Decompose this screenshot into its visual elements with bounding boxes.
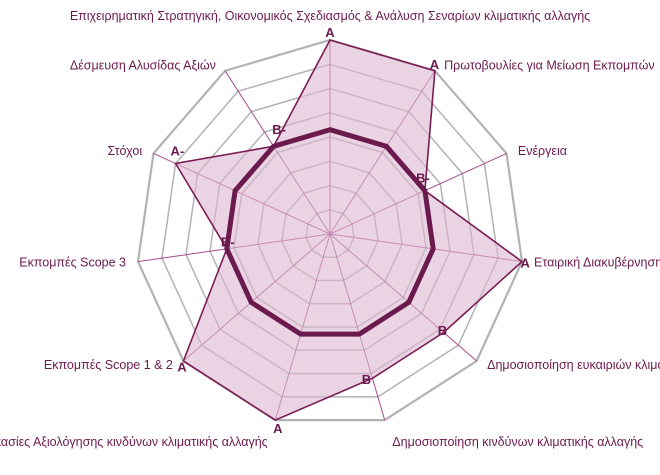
axis-label: Εταιρική Διακυβέρνηση <box>534 256 660 270</box>
axis-label: Διαδικασίες Αξιολόγησης κινδύνων κλιματι… <box>0 435 268 449</box>
axis-label: Δημοσιοποίηση ευκαιριών κλιματικής αλλαγ… <box>487 358 660 372</box>
grade-label: A <box>273 421 283 436</box>
grade-label: B- <box>221 234 235 249</box>
grade-labels: A A B- A B B A A B- A- B- <box>171 25 531 436</box>
grade-label: A <box>430 57 440 72</box>
company-area <box>174 39 524 422</box>
grade-label: A <box>177 359 187 374</box>
grade-label: B <box>362 372 371 387</box>
axis-label: Δημοσιοποίηση κινδύνων κλιματικής αλλαγή… <box>392 435 643 449</box>
grade-label: B- <box>416 171 430 186</box>
grade-label: B- <box>272 122 286 137</box>
axis-label: Πρωτοβουλίες για Μείωση Εκπομπών <box>444 59 655 73</box>
grade-label: A <box>521 256 531 271</box>
axis-label: Ενέργεια <box>518 144 567 158</box>
axis-label: Εκπομπές Scope 3 <box>19 256 126 270</box>
axis-label: Στόχοι <box>107 144 142 158</box>
grade-label: A- <box>171 143 185 158</box>
axis-label: Δέσμευση Αλυσίδας Αξιών <box>70 59 216 73</box>
grade-label: A <box>325 25 335 40</box>
axis-label: Εκπομπές Scope 1 & 2 <box>44 358 173 372</box>
axis-labels: Επιχειρηματική Στρατηγική, Οικονομικός Σ… <box>0 9 660 449</box>
grade-label: B <box>438 323 447 338</box>
axis-label: Επιχειρηματική Στρατηγική, Οικονομικός Σ… <box>70 9 590 23</box>
grid-ring <box>136 38 524 422</box>
radar-series <box>174 39 524 422</box>
benchmark-line <box>224 127 436 337</box>
